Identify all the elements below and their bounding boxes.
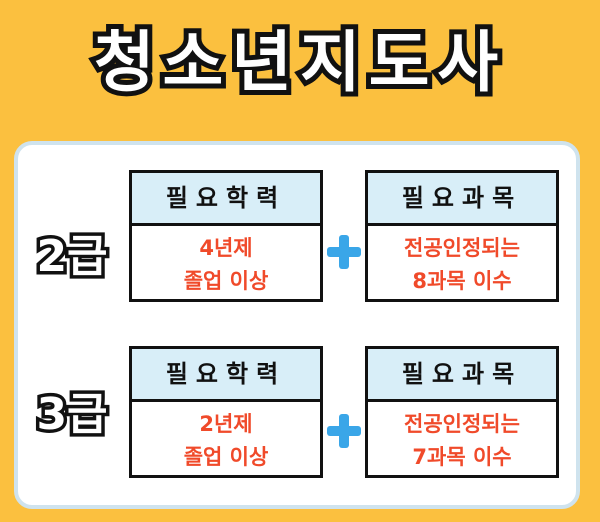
page-title: 청소년지도사 bbox=[89, 19, 507, 106]
education-box-2: 필요학력 4년제 졸업 이상 bbox=[129, 170, 323, 302]
courses-line: 전공인정되는 bbox=[404, 412, 520, 436]
courses-header: 필요과목 bbox=[368, 173, 556, 226]
courses-line: 전공인정되는 bbox=[404, 236, 520, 260]
education-requirement: 2년제 졸업 이상 bbox=[132, 402, 320, 480]
education-box-3: 필요학력 2년제 졸업 이상 bbox=[129, 346, 323, 478]
grade-label-2: 2급 bbox=[33, 228, 111, 286]
education-line: 4년제 bbox=[199, 236, 253, 260]
education-requirement: 4년제 졸업 이상 bbox=[132, 226, 320, 304]
education-line: 졸업 이상 bbox=[183, 269, 269, 293]
courses-box-2: 필요과목 전공인정되는 8과목 이수 bbox=[365, 170, 559, 302]
education-line: 졸업 이상 bbox=[183, 445, 269, 469]
grade-label-3: 3급 bbox=[33, 386, 111, 444]
education-line: 2년제 bbox=[199, 412, 253, 436]
education-header: 필요학력 bbox=[132, 173, 320, 226]
plus-icon bbox=[327, 235, 361, 269]
courses-requirement: 전공인정되는 7과목 이수 bbox=[368, 402, 556, 480]
courses-requirement: 전공인정되는 8과목 이수 bbox=[368, 226, 556, 304]
courses-header: 필요과목 bbox=[368, 349, 556, 402]
education-header: 필요학력 bbox=[132, 349, 320, 402]
courses-box-3: 필요과목 전공인정되는 7과목 이수 bbox=[365, 346, 559, 478]
courses-line: 8과목 이수 bbox=[412, 269, 512, 293]
plus-icon bbox=[327, 414, 361, 448]
courses-line: 7과목 이수 bbox=[412, 445, 512, 469]
